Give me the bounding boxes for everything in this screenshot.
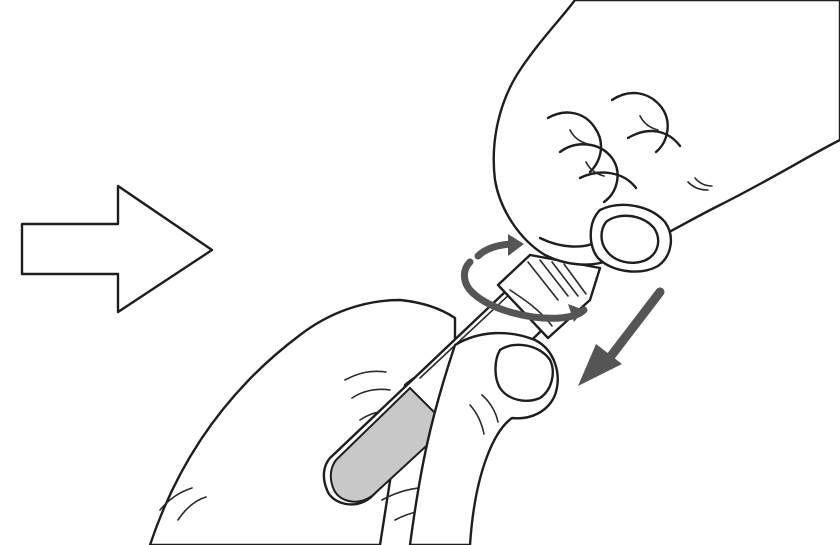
outline-right-arrow-icon (20, 184, 214, 314)
tube-sample-fill (329, 386, 450, 503)
diagonal-pull-arrow-icon (578, 287, 665, 386)
upper-hand (492, 0, 840, 266)
lower-thumb (408, 331, 559, 545)
tube-cap (496, 253, 602, 340)
upper-thumb (589, 203, 673, 273)
circular-twist-arrow-icon (461, 234, 588, 322)
